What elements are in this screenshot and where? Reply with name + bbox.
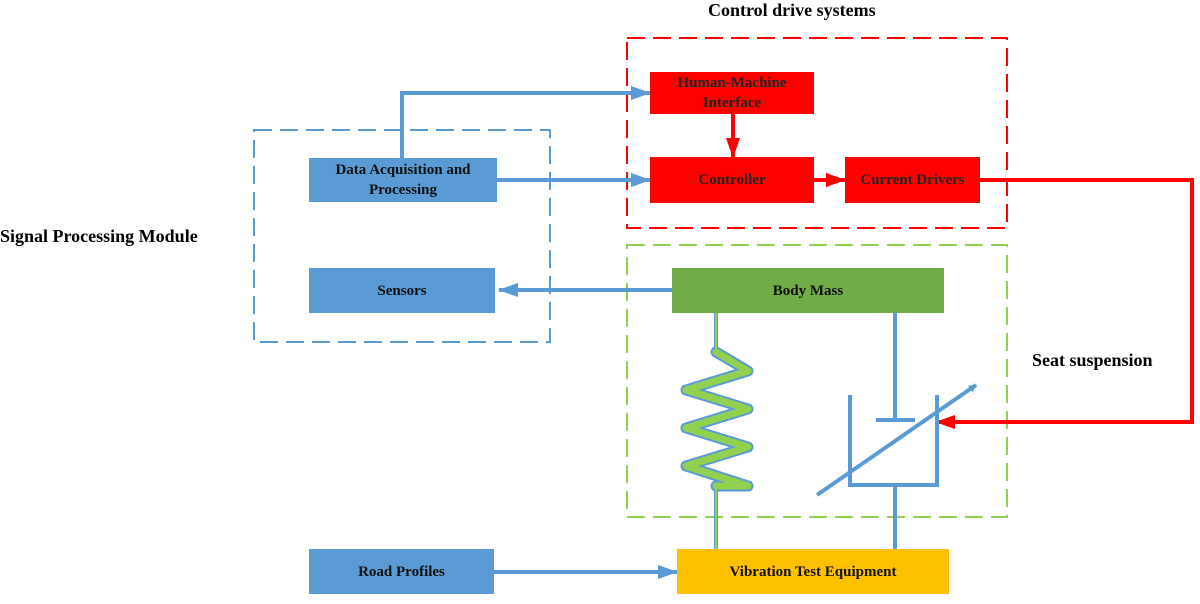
sensors-box: Sensors — [309, 268, 495, 313]
current-drivers-label: Current Drivers — [860, 172, 965, 188]
body-mass-label: Body Mass — [772, 282, 844, 299]
road-profiles-label: Road Profiles — [358, 563, 445, 580]
vibration-test-equipment-label: Vibration Test Equipment — [729, 563, 897, 580]
drivers-to-damper-arrow — [935, 178, 1194, 429]
sensors-label: Sensors — [377, 282, 427, 299]
seat-group-outline — [626, 244, 1008, 518]
vibration-test-equipment-box: Vibration Test Equipment — [677, 549, 949, 594]
human-machine-interface-label: Human-Machine Interface — [677, 75, 787, 111]
variable-damper-icon — [815, 313, 978, 549]
road-profiles-box: Road Profiles — [309, 549, 494, 594]
daq-to-hmi-arrow — [400, 86, 651, 158]
data-acquisition-box: Data Acquisition and Processing — [309, 158, 497, 202]
seat-suspension-title: Seat suspension — [1032, 350, 1153, 370]
data-acquisition-label: Data Acquisition and Processing — [335, 162, 471, 198]
controller-box: Controller — [650, 157, 814, 203]
body-mass-box: Body Mass — [672, 268, 944, 313]
signal-processing-module-title: Signal Processing Module — [0, 226, 198, 246]
controller-label: Controller — [698, 172, 766, 188]
current-drivers-box: Current Drivers — [845, 157, 980, 203]
control-drive-systems-title: Control drive systems — [708, 0, 876, 20]
control-group-outline — [626, 37, 1008, 229]
human-machine-interface-box: Human-Machine Interface — [650, 72, 814, 114]
spring-icon — [680, 313, 754, 549]
